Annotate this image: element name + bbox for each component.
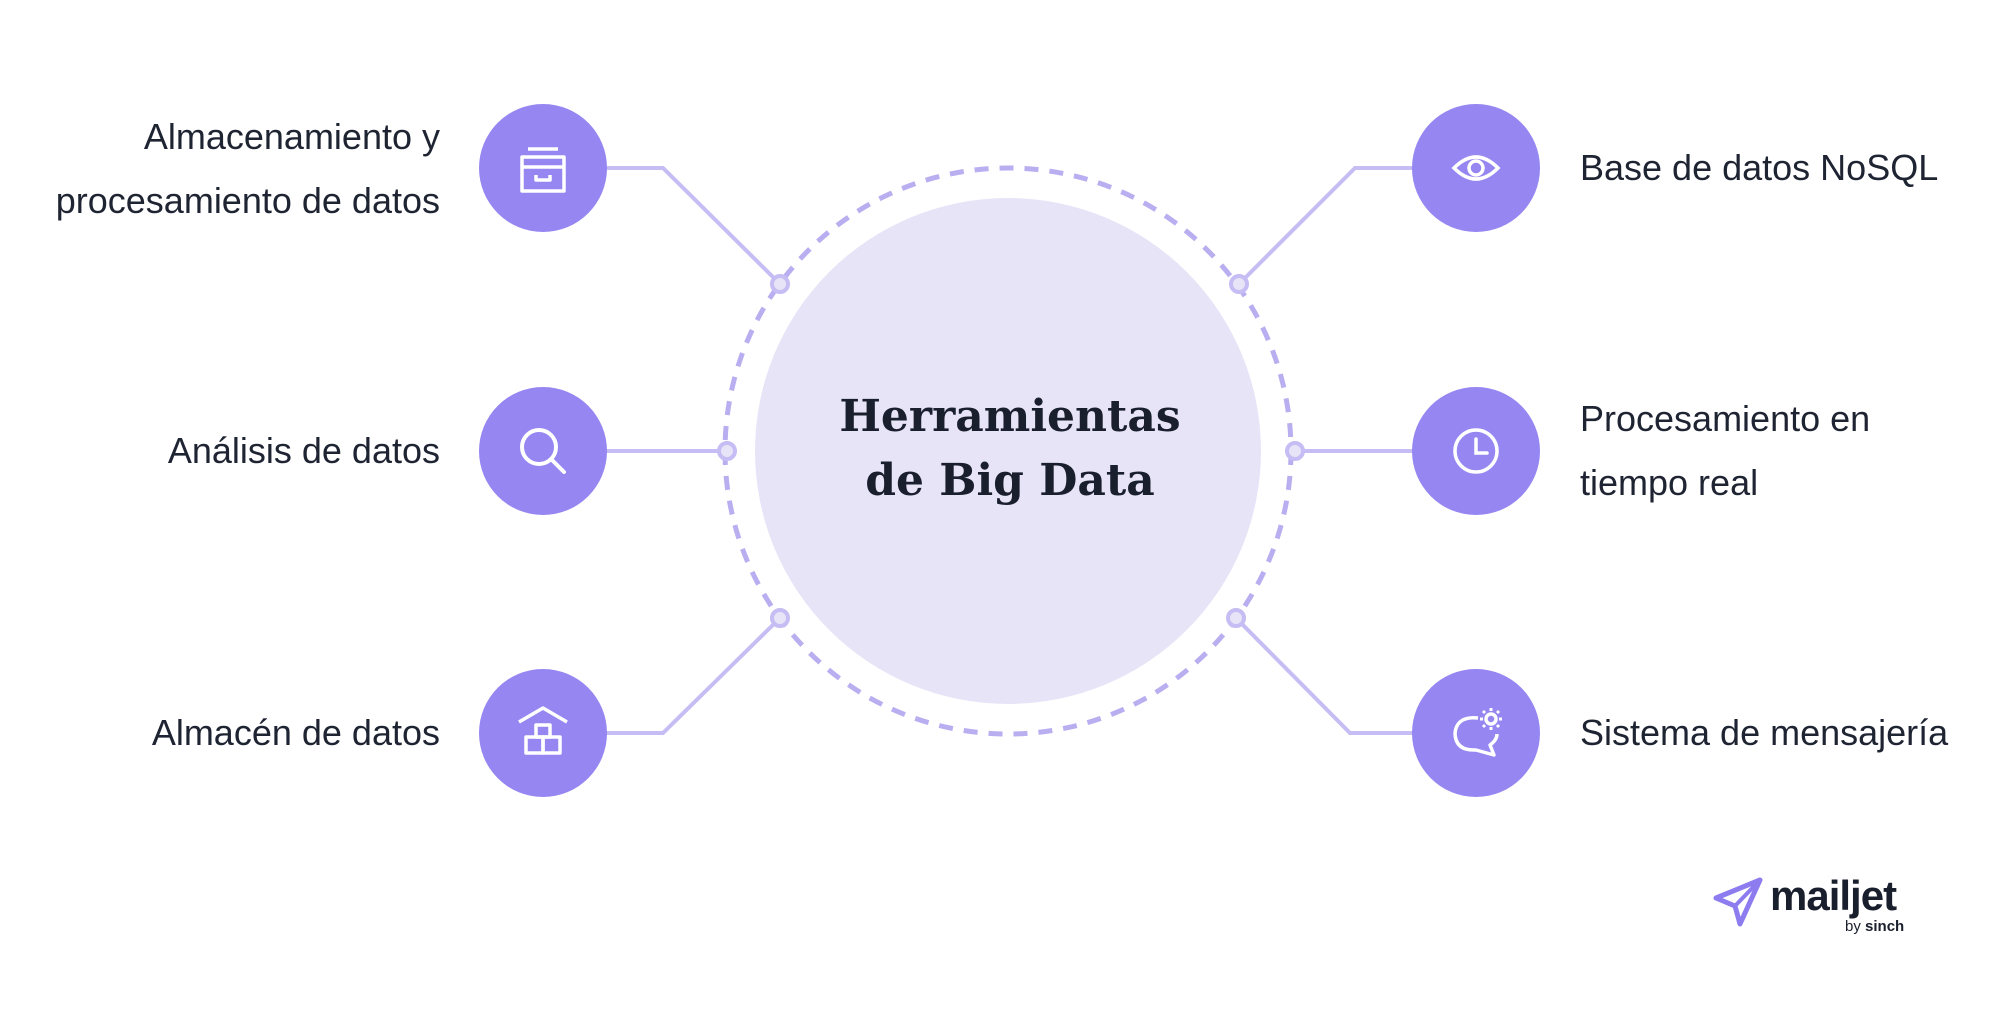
connector-right-bottom <box>1234 616 1423 735</box>
logo-byline: by sinch <box>1845 918 1904 936</box>
logo-by: by <box>1845 918 1861 935</box>
archive-box-icon <box>520 147 566 193</box>
label-realtime-line2: tiempo real <box>1580 462 1759 503</box>
logo-brand: sinch <box>1865 918 1905 935</box>
label-nosql-text: Base de datos NoSQL <box>1580 147 1939 188</box>
label-messaging: Sistema de mensajería <box>1580 701 1980 765</box>
node-messaging <box>1412 669 1540 797</box>
center-title-line2: de Big Data <box>865 455 1155 506</box>
eye-icon <box>1451 155 1501 181</box>
ring-dot-left-top <box>770 274 790 294</box>
label-data-warehouse-text: Almacén de datos <box>151 712 440 753</box>
connector-right-top <box>1237 166 1423 286</box>
magnifier-icon <box>520 428 566 474</box>
label-storage-processing: Almacenamiento y procesamiento de datos <box>30 105 440 233</box>
node-data-warehouse <box>479 669 607 797</box>
label-storage-processing-line1: Almacenamiento y <box>143 116 440 157</box>
ring-dot-right-bottom <box>1226 608 1246 628</box>
ring-dot-right-top <box>1229 274 1249 294</box>
label-data-warehouse: Almacén de datos <box>30 701 440 765</box>
paper-plane-icon <box>1713 877 1763 927</box>
chat-gear-icon <box>1453 708 1502 757</box>
mailjet-logo: mailjet by sinch <box>1712 872 1912 942</box>
label-data-analysis-text: Análisis de datos <box>167 430 440 471</box>
node-realtime <box>1412 387 1540 515</box>
warehouse-icon <box>518 706 568 755</box>
center-title: Herramientas de Big Data <box>760 385 1260 513</box>
label-messaging-text: Sistema de mensajería <box>1580 712 1949 753</box>
node-storage-processing <box>479 104 607 232</box>
ring-dot-left-bottom <box>770 608 790 628</box>
center-title-line1: Herramientas <box>839 391 1181 442</box>
center-circle <box>755 198 1261 704</box>
label-nosql: Base de datos NoSQL <box>1580 136 1980 200</box>
label-storage-processing-line2: procesamiento de datos <box>55 180 440 221</box>
clock-icon <box>1453 428 1499 474</box>
ring-dot-left-middle <box>717 441 737 461</box>
label-data-analysis: Análisis de datos <box>30 419 440 483</box>
node-data-analysis <box>479 387 607 515</box>
node-nosql <box>1412 104 1540 232</box>
connector-left-top <box>595 166 782 286</box>
label-realtime-line1: Procesamiento en <box>1580 398 1871 439</box>
connector-left-bottom <box>595 616 782 735</box>
label-realtime: Procesamiento en tiempo real <box>1580 387 1980 515</box>
logo-wordmark: mailjet <box>1770 872 1897 919</box>
ring-dot-right-middle <box>1285 441 1305 461</box>
